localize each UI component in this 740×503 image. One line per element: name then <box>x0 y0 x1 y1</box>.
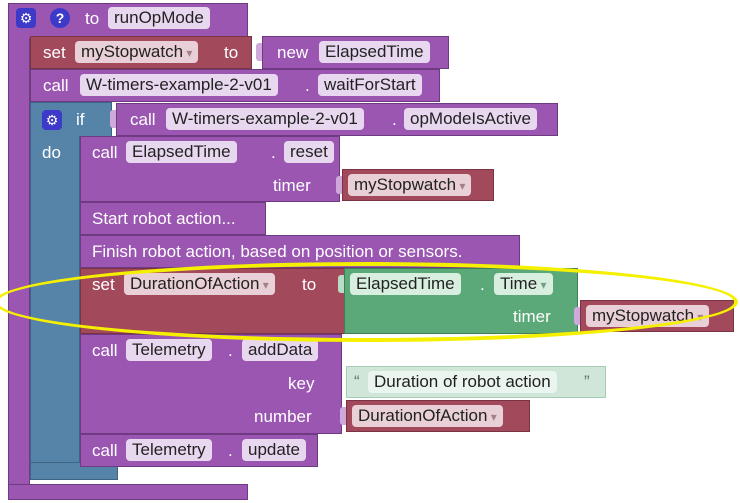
comment-text: Start robot action... <box>92 209 236 228</box>
new-label: new <box>277 43 309 62</box>
object-field[interactable]: W-timers-example-2-v01 <box>80 74 278 96</box>
variable-dropdown-durationofaction[interactable]: DurationOfAction <box>352 405 503 427</box>
method-field-update[interactable]: update <box>242 439 306 461</box>
do-label: do <box>42 143 61 162</box>
dot-label: . <box>392 110 397 129</box>
call-label: call <box>130 110 156 129</box>
object-field-telemetry[interactable]: Telemetry <box>126 339 212 361</box>
if-label: if <box>76 110 85 129</box>
type-field-elapsedtime[interactable]: ElapsedTime <box>319 41 430 63</box>
object-field-elapsedtime[interactable]: ElapsedTime <box>126 141 237 163</box>
close-quote: ” <box>584 372 590 391</box>
input-connector <box>110 110 116 128</box>
object-field[interactable]: W-timers-example-2-v01 <box>166 108 364 130</box>
comment-text: Finish robot action, based on position o… <box>92 242 463 261</box>
method-field-adddata[interactable]: addData <box>242 339 319 361</box>
timer-label: timer <box>273 176 311 195</box>
open-quote: “ <box>354 372 360 391</box>
procedure-bottom-bar <box>8 484 248 500</box>
call-label: call <box>92 143 118 162</box>
procedure-body-spine <box>8 38 30 490</box>
method-field-opmodeisactive[interactable]: opModeIsActive <box>404 108 537 130</box>
gear-icon[interactable]: ⚙ <box>16 8 36 28</box>
dot-label: . <box>228 441 233 460</box>
variable-dropdown-mystopwatch[interactable]: myStopwatch <box>75 41 199 63</box>
help-icon[interactable]: ? <box>50 8 70 28</box>
object-field-telemetry[interactable]: Telemetry <box>126 439 212 461</box>
input-connector <box>336 176 342 194</box>
function-name-field[interactable]: runOpMode <box>108 7 210 29</box>
dot-label: . <box>228 341 233 360</box>
method-field-reset[interactable]: reset <box>284 141 334 163</box>
method-field-waitforstart[interactable]: waitForStart <box>318 74 422 96</box>
highlight-ellipse <box>0 262 738 342</box>
call-label: call <box>43 76 69 95</box>
set-label: set <box>43 43 66 62</box>
to-label: to <box>224 43 239 62</box>
dot-label: . <box>271 143 276 162</box>
call-label: call <box>92 341 118 360</box>
dot-label: . <box>305 76 310 95</box>
input-connector <box>340 407 346 425</box>
number-label: number <box>254 407 312 426</box>
key-label: key <box>288 374 315 393</box>
variable-dropdown-mystopwatch[interactable]: myStopwatch <box>348 174 472 196</box>
comment-block-start[interactable] <box>80 202 266 235</box>
to-label: to <box>85 9 100 28</box>
gear-icon[interactable]: ⚙ <box>42 110 62 130</box>
key-text-field[interactable]: Duration of robot action <box>368 371 557 393</box>
input-connector <box>256 43 262 61</box>
call-label: call <box>92 441 118 460</box>
